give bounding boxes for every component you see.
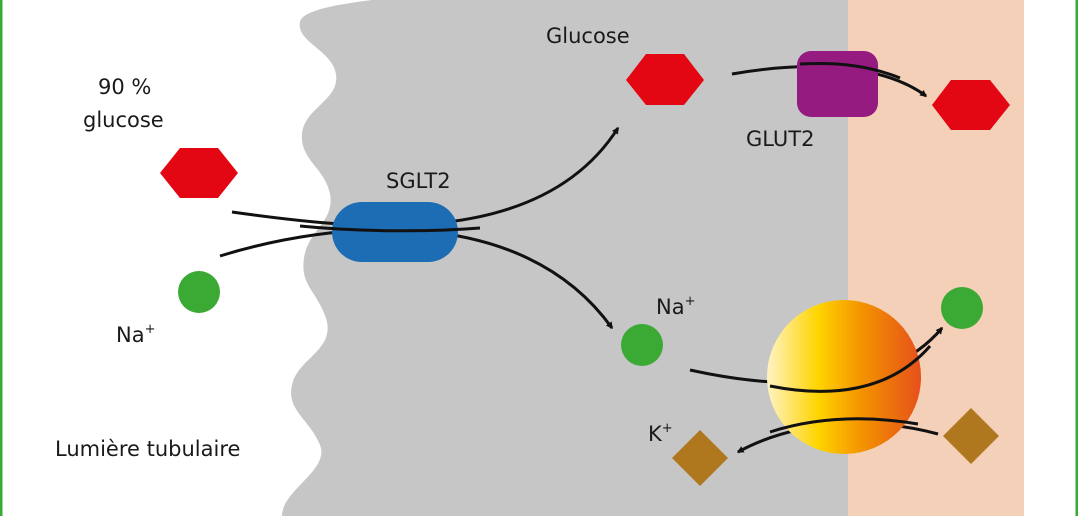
potassium-blood-diamond-icon xyxy=(943,408,999,464)
glut2-label: GLUT2 xyxy=(746,127,815,151)
glucose-lumen-label: glucose xyxy=(83,108,164,132)
na-k-pump xyxy=(767,300,921,454)
sodium-cell-icon xyxy=(621,324,663,366)
sodium-lumen-label: Na+ xyxy=(116,322,155,347)
percent-label: 90 % xyxy=(98,75,151,99)
glucose-cell-hexagon-icon xyxy=(626,54,704,105)
sglt2-label: SGLT2 xyxy=(386,169,451,193)
tubular-cell-region xyxy=(282,0,848,516)
sodium-lumen-icon xyxy=(178,271,220,313)
potassium-label: K+ xyxy=(648,421,673,446)
arrow-over-sglt2 xyxy=(299,224,481,233)
lumen-region-label: Lumière tubulaire xyxy=(55,437,240,461)
arrow-over-pump-k xyxy=(769,417,919,434)
glucose-lumen-hexagon-icon xyxy=(160,148,238,198)
sodium-blood-icon xyxy=(941,287,983,329)
glucose-blood-hexagon-icon xyxy=(932,80,1010,130)
sodium-cell-label: Na+ xyxy=(656,294,695,319)
glucose-cell-label: Glucose xyxy=(546,24,630,48)
arrow-over-pump xyxy=(769,345,932,393)
glut2-transporter xyxy=(797,51,878,117)
arrow-over-glut2 xyxy=(799,62,901,80)
potassium-cell-diamond-icon xyxy=(672,430,728,486)
